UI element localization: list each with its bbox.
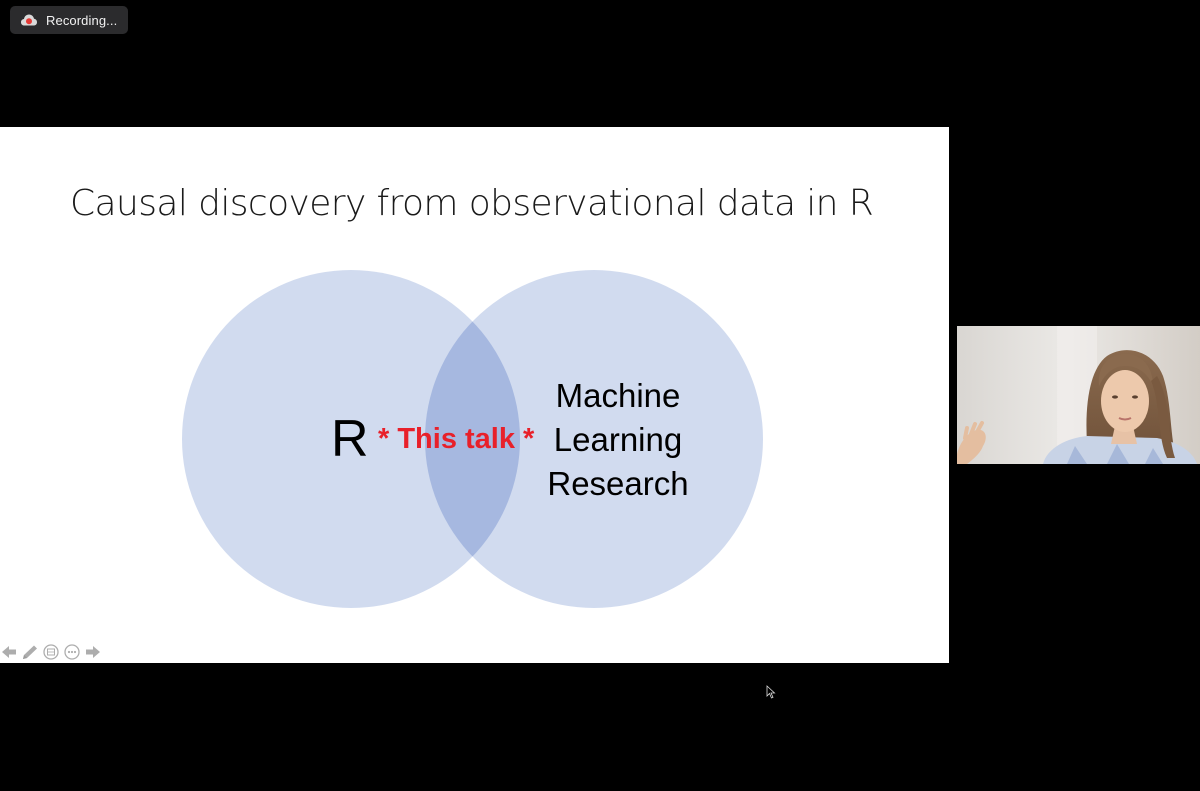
speaker-video-feed[interactable]	[957, 326, 1200, 464]
venn-diagram	[182, 270, 763, 608]
slide-title: Causal discovery from observational data…	[70, 183, 874, 224]
venn-right-label-line: Research	[547, 465, 689, 502]
presentation-slide: Causal discovery from observational data…	[0, 127, 949, 663]
more-options-icon[interactable]	[63, 643, 81, 661]
venn-circle-left	[182, 270, 520, 608]
venn-intersection-label: * This talk *	[378, 423, 535, 455]
venn-right-label-line: Machine	[555, 377, 681, 414]
venn-right-label: Machine Learning Research	[538, 374, 698, 506]
slide-grid-icon[interactable]	[42, 643, 60, 661]
mouse-cursor-icon	[766, 685, 776, 699]
slide-toolbar	[0, 643, 102, 661]
arrow-left-icon[interactable]	[0, 643, 18, 661]
arrow-right-icon[interactable]	[84, 643, 102, 661]
venn-circle-right	[425, 270, 763, 608]
recording-indicator[interactable]: Recording...	[10, 6, 128, 34]
pen-icon[interactable]	[21, 643, 39, 661]
recording-label: Recording...	[46, 12, 118, 28]
speaker-video-image	[957, 326, 1200, 464]
venn-right-label-line: Learning	[553, 421, 683, 458]
venn-left-label: R	[331, 410, 369, 468]
record-cloud-icon	[20, 13, 38, 27]
